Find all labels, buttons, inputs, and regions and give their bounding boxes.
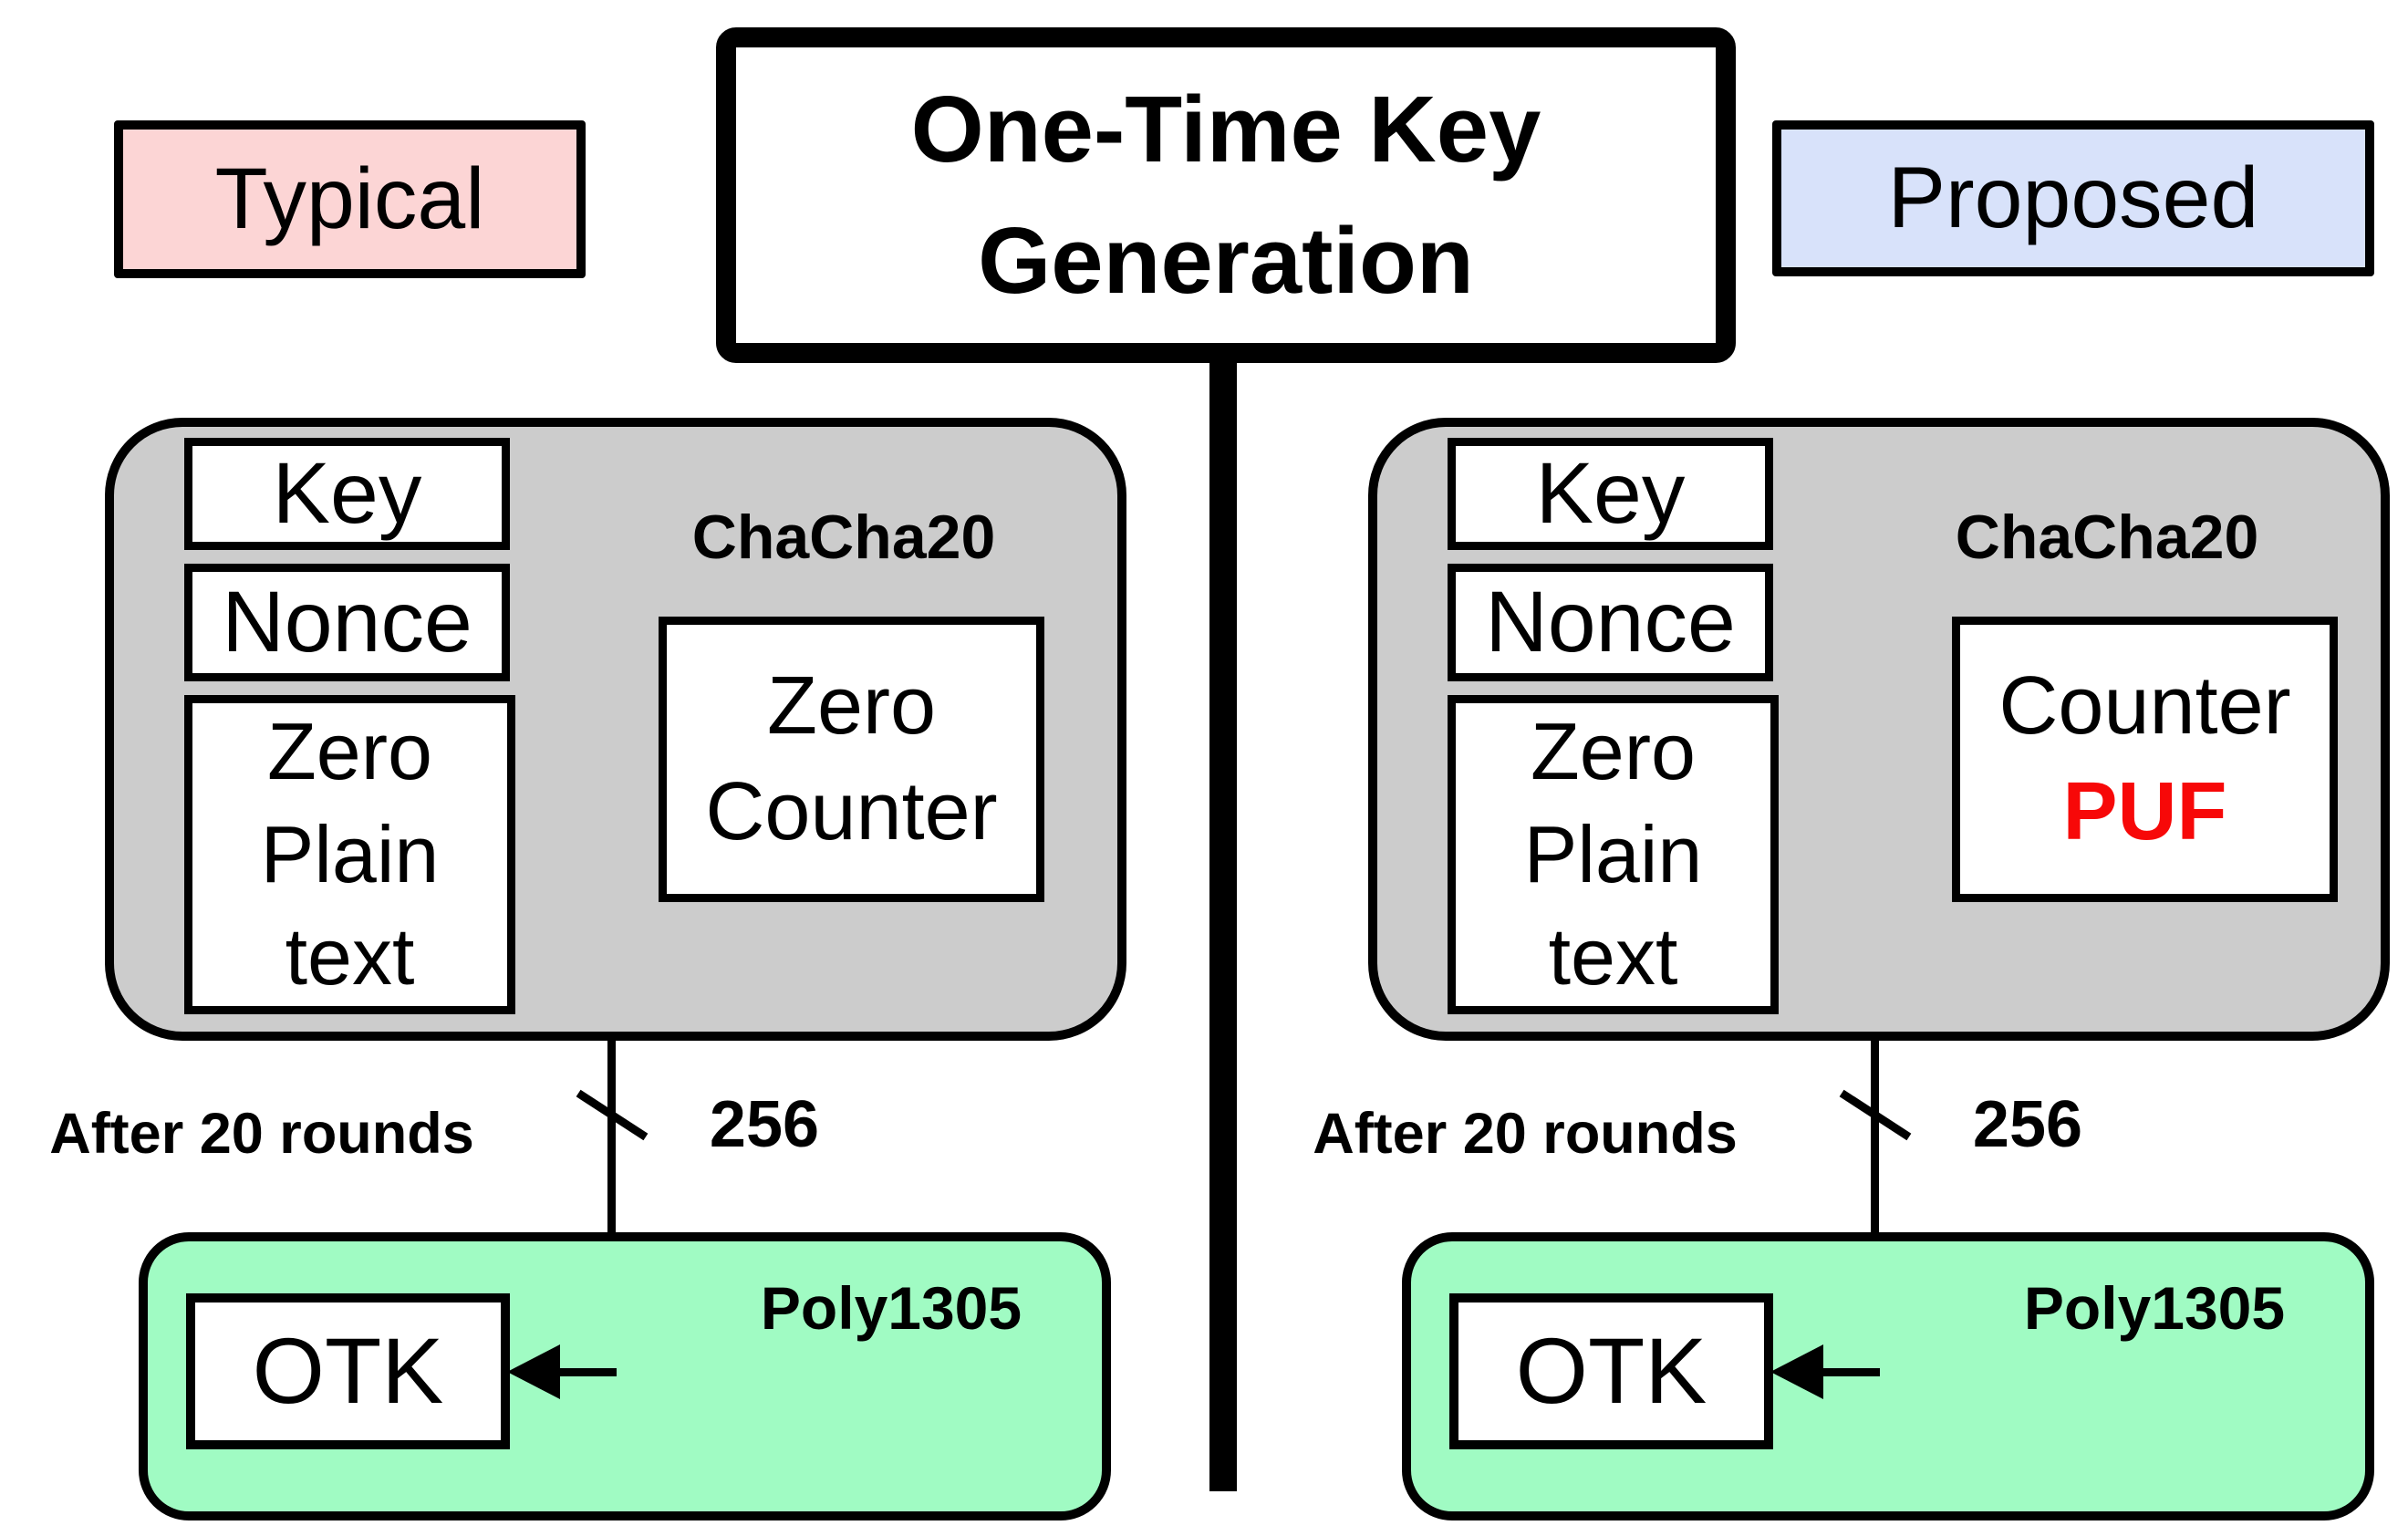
chacha20-label-proposed: ChaCha20 [1955, 503, 2259, 572]
arrow-shaft-typical [556, 1368, 617, 1376]
poly1305-panel-proposed [1402, 1232, 2374, 1520]
counter-box-typical: Zero Counter [659, 617, 1044, 902]
counter-line1: Counter [1998, 660, 2291, 752]
typical-legend: Typical [114, 120, 586, 278]
plaintext-box-typical: Zero Plain text [184, 695, 515, 1014]
arrowhead-icon-proposed [1770, 1344, 1823, 1399]
counter-puf-box-proposed: Counter PUF [1952, 617, 2338, 902]
connector-line-typical [607, 1041, 616, 1376]
counter-line2: Counter [705, 765, 998, 857]
counter-line1: Zero [766, 660, 937, 752]
arrowhead-icon-typical [507, 1344, 560, 1399]
poly1305-label-typical: Poly1305 [760, 1274, 1022, 1342]
proposed-legend: Proposed [1772, 120, 2374, 276]
connector-line-proposed [1871, 1041, 1879, 1376]
poly1305-label-proposed: Poly1305 [2023, 1274, 2286, 1342]
rounds-label-proposed: After 20 rounds [1313, 1102, 1738, 1166]
page-title: One-Time Key Generation [716, 27, 1736, 363]
nonce-box-proposed: Nonce [1448, 564, 1773, 681]
nonce-box-typical: Nonce [184, 564, 510, 681]
key-box-typical: Key [184, 438, 510, 550]
bus-width-typical: 256 [709, 1088, 820, 1161]
chacha20-label-typical: ChaCha20 [691, 503, 996, 572]
bus-width-proposed: 256 [1972, 1088, 2083, 1161]
plaintext-box-proposed: Zero Plain text [1448, 695, 1779, 1014]
key-box-proposed: Key [1448, 438, 1773, 550]
otk-box-typical: OTK [186, 1293, 510, 1449]
otk-box-proposed: OTK [1449, 1293, 1773, 1449]
puf-label: PUF [2062, 765, 2227, 857]
rounds-label-typical: After 20 rounds [49, 1102, 474, 1166]
arrow-shaft-proposed [1820, 1368, 1880, 1376]
divider-line [1209, 359, 1237, 1491]
